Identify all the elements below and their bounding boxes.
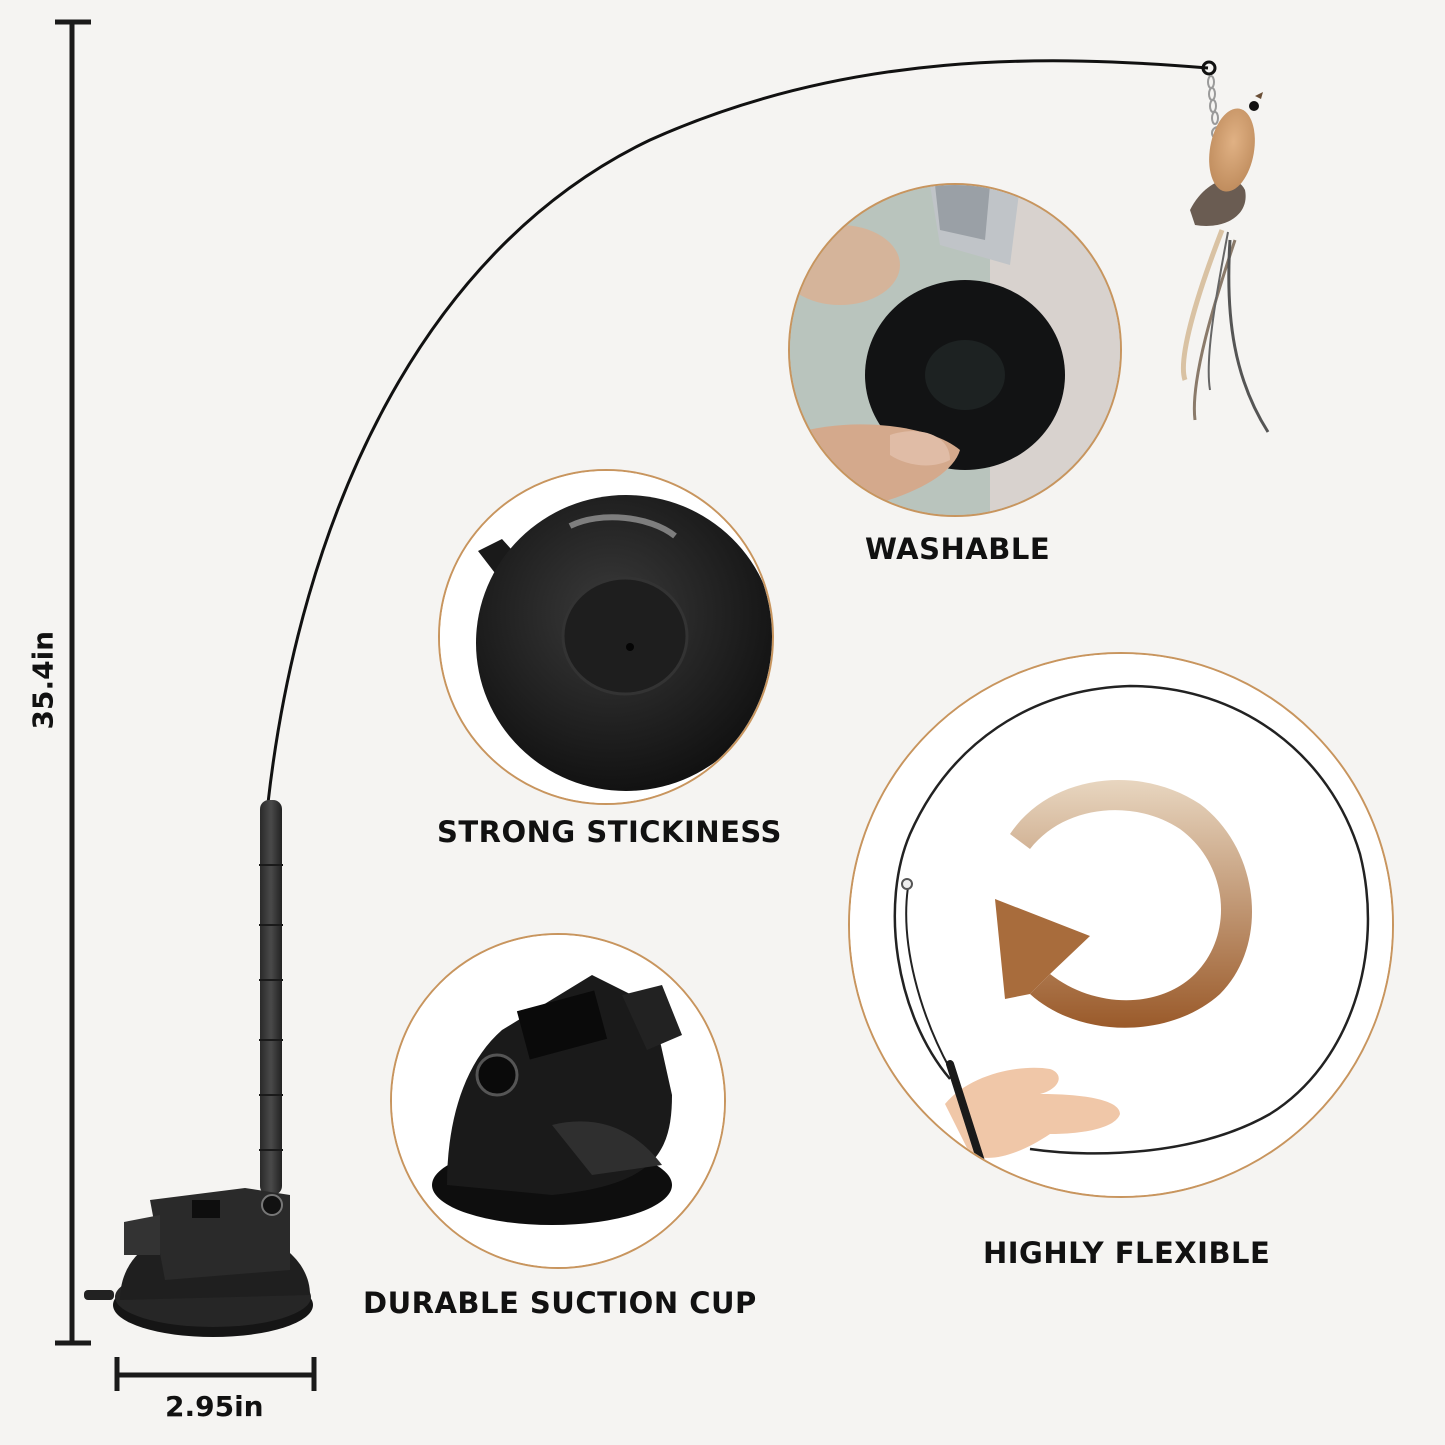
washing-suction-cup-photo <box>790 185 1120 515</box>
suction-base <box>84 1188 313 1337</box>
feature-image-washable <box>788 183 1122 517</box>
flexible-wire-illustration <box>850 654 1392 1196</box>
feature-label-highly-flexible: HIGHLY FLEXIBLE <box>983 1236 1271 1270</box>
bent-wire <box>893 684 1370 1155</box>
wire-arc <box>266 59 1209 804</box>
feature-image-durable-suction-cup <box>390 933 726 1269</box>
suction-cup-underside-photo <box>440 471 772 803</box>
bird-toy <box>1180 92 1270 433</box>
feature-label-washable: WASHABLE <box>865 532 1051 566</box>
feature-label-strong-stickiness: STRONG STICKINESS <box>437 815 782 849</box>
rotate-arrow-icon <box>995 780 1253 1028</box>
hand <box>945 1067 1120 1158</box>
feature-label-durable-suction-cup: DURABLE SUCTION CUP <box>363 1286 757 1320</box>
feature-image-highly-flexible <box>848 652 1394 1198</box>
suction-cup-top-photo <box>392 935 724 1267</box>
wand-handle <box>259 800 283 1195</box>
feature-image-strong-stickiness <box>438 469 774 805</box>
width-dimension-label: 2.95in <box>165 1390 264 1423</box>
